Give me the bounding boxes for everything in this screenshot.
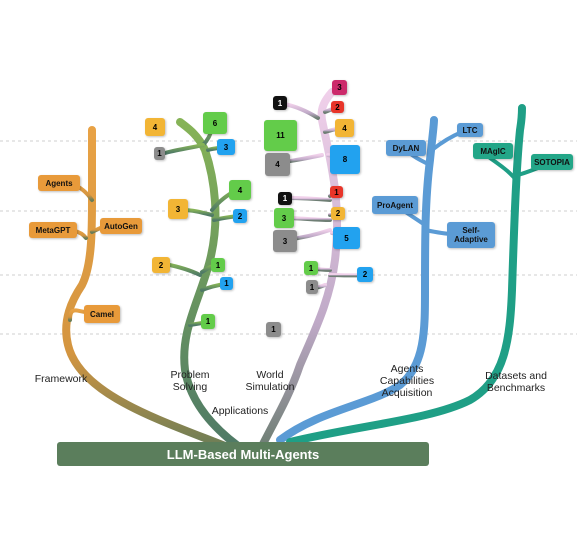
ps-count-square: 3 [217, 139, 235, 155]
ps-count-square: 1 [220, 277, 233, 290]
ws-count-square: 1 [304, 261, 318, 275]
ps-count-square: 1 [211, 258, 225, 272]
ws-count-square: 2 [331, 101, 344, 113]
ws-count-square: 1 [278, 192, 292, 205]
ws-count-square: 2 [357, 267, 373, 282]
label-framework: Framework [34, 373, 88, 385]
ws-count-square: 3 [273, 230, 297, 252]
ps-count-square: 2 [152, 257, 170, 273]
ws-count-square: 4 [335, 119, 354, 137]
ws-count-square: 4 [265, 153, 290, 176]
ws-count-square: 11 [264, 120, 297, 151]
ps-count-square: 1 [201, 314, 215, 329]
label-agents-capabilities: Agents Capabilities Acquisition [379, 363, 435, 399]
label-datasets: Datasets and Benchmarks [485, 370, 547, 394]
ws-count-square: 1 [273, 96, 287, 110]
ps-count-square: 3 [168, 199, 188, 219]
ps-count-square: 1 [154, 147, 165, 160]
ws-count-square: 8 [330, 145, 360, 174]
ws-count-square: 1 [266, 322, 281, 337]
data-node-sotopia: SOTOPIA [531, 154, 573, 170]
data-node-magic: MAgIC [473, 143, 513, 159]
framework-node-autogen: AutoGen [100, 218, 142, 234]
ws-count-square: 1 [330, 186, 343, 198]
framework-node-agents: Agents [38, 175, 80, 191]
framework-node-camel: Camel [84, 305, 120, 323]
base-title: LLM-Based Multi-Agents [57, 442, 429, 466]
label-problem-solving: Problem Solving [170, 369, 210, 393]
label-world-simulation: World Simulation [245, 369, 295, 393]
ws-count-square: 1 [306, 280, 318, 294]
ps-count-square: 6 [203, 112, 227, 134]
ps-count-square: 4 [145, 118, 165, 136]
ps-count-square: 4 [229, 180, 251, 200]
cap-node-ltc: LTC [457, 123, 483, 137]
ws-count-square: 3 [332, 80, 347, 95]
label-applications: Applications [211, 405, 269, 417]
framework-node-metagpt: MetaGPT [29, 222, 77, 238]
ws-count-square: 2 [331, 207, 345, 220]
cap-node-proagent: ProAgent [372, 196, 418, 214]
ws-count-square: 3 [274, 208, 294, 228]
ps-count-square: 2 [233, 209, 247, 223]
cap-node-dylan: DyLAN [386, 140, 426, 156]
cap-node-self-adaptive: Self- Adaptive [447, 222, 495, 248]
ws-count-square: 5 [333, 227, 360, 249]
